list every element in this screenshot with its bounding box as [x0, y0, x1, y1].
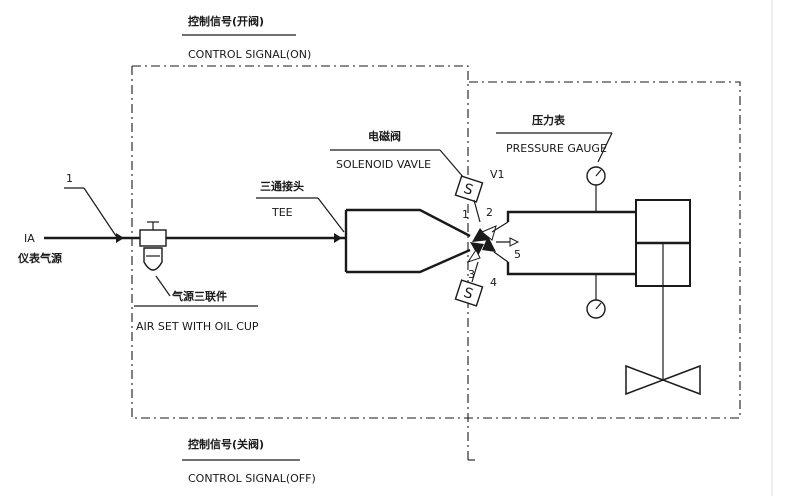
ia-cn-label: 仪表气源 [17, 251, 62, 265]
upper-branch-pipe [346, 208, 471, 238]
tee-cn: 三通接头 [260, 179, 304, 193]
item-1-leader-diag [83, 187, 117, 237]
lower-branch-pipe [346, 248, 471, 274]
solenoid-en: SOLENOID VAVLE [336, 158, 431, 171]
flow-arrow-tee-icon [334, 233, 342, 243]
air-set-cn: 气源三联件 [171, 289, 227, 303]
control-signal-off-en: CONTROL SIGNAL(OFF) [188, 472, 316, 485]
outlet-pipe-upper [506, 210, 636, 222]
pressure-gauge-upper: 压力表 PRESSURE GAUGE [496, 113, 613, 212]
air-set-body [139, 229, 167, 247]
air-set-en: AIR SET WITH OIL CUP [136, 320, 259, 333]
control-signal-off-boundary [131, 66, 741, 419]
control-signal-on-cn: 控制信号(开阀) [188, 14, 264, 28]
control-signal-on-en: CONTROL SIGNAL(ON) [188, 48, 311, 61]
tee-en: TEE [271, 206, 293, 219]
pressure-gauge-leader [597, 132, 613, 163]
pressure-gauge-cn: 压力表 [532, 113, 566, 127]
pressure-gauge-lower [586, 274, 606, 319]
port-arrow-2 [491, 221, 509, 233]
valve-body-icon [466, 225, 497, 263]
coil-stem-upper [473, 199, 481, 223]
pneumatic-actuator [625, 199, 701, 396]
oil-cup-icon [143, 247, 163, 271]
ia-label: IA [24, 232, 35, 245]
port-5-label: 5 [514, 248, 521, 261]
valve-tag-v1: V1 [490, 168, 505, 181]
solenoid-leader [439, 149, 465, 179]
item-1-label: 1 [66, 172, 73, 185]
port-4-label: 4 [490, 276, 497, 289]
gauge-needle-upper [595, 169, 602, 177]
outlet-pipe-lower [506, 262, 636, 276]
control-signal-off-cn: 控制信号(关阀) [188, 437, 264, 451]
pressure-gauge-en: PRESSURE GAUGE [506, 142, 607, 155]
port-2-label: 2 [486, 206, 493, 219]
valve-body-butterfly-right [660, 364, 701, 396]
port-3-label: 3 [468, 268, 475, 281]
flow-arrow-icon [116, 233, 124, 243]
valve-body-butterfly-icon [625, 364, 666, 396]
tee-fitting: 三通接头 TEE [256, 179, 348, 272]
signal-boundaries [131, 65, 741, 461]
solenoid-cn: 电磁阀 [368, 129, 401, 143]
solenoid-valve: 电磁阀 SOLENOID VAVLE V1 S S 1 2 3 4 [330, 129, 521, 307]
tee-leader [317, 197, 345, 233]
port-arrow-4 [493, 251, 509, 263]
port-1-label: 1 [462, 208, 469, 221]
air-set-leader [155, 275, 171, 297]
solenoid-coil-lower [454, 279, 484, 307]
air-set-with-oil-cup: 气源三联件 AIR SET WITH OIL CUP [134, 221, 259, 333]
exhaust-arrow-icon [509, 237, 520, 247]
control-signal-on-boundary [188, 65, 469, 460]
solenoid-coil-upper [454, 175, 484, 203]
coil-stem-lower [471, 261, 479, 283]
instrument-air-source: IA 仪表气源 1 [17, 172, 140, 265]
gauge-needle-lower [595, 302, 602, 310]
